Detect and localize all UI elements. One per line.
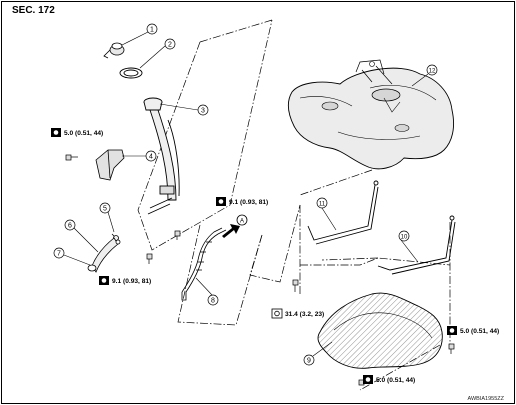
callout-9: 9	[307, 358, 311, 365]
callout-12: 12	[429, 69, 436, 75]
filler-cap	[103, 42, 125, 59]
direction-arrow	[222, 214, 248, 238]
torque-spec: 31.4 (3.2, 23)	[285, 311, 324, 318]
callout-4: 4	[149, 154, 153, 161]
callout-11: 11	[319, 202, 326, 208]
torque-spec: 5.0 (0.51, 44)	[376, 377, 415, 384]
callout-6: 6	[68, 223, 72, 230]
assembly-lines	[137, 19, 451, 391]
strap-front	[377, 215, 456, 275]
callout-circles	[53, 23, 438, 366]
filler-tube	[143, 97, 180, 215]
fuel-tank	[287, 59, 455, 170]
hose-assembly	[87, 233, 121, 273]
direction-marker-label: A	[240, 219, 244, 225]
bolts	[65, 154, 455, 386]
callout-5: 5	[103, 206, 107, 213]
torque-spec: 9.1 (0.93, 81)	[229, 199, 268, 206]
harness	[181, 227, 227, 301]
strap-rear	[307, 180, 379, 245]
figure-code: AWBIA1955ZZ	[467, 396, 504, 402]
torque-spec: 9.1 (0.93, 81)	[112, 278, 151, 285]
torque-spec: 5.0 (0.51, 44)	[64, 130, 103, 137]
callout-2: 2	[168, 42, 172, 49]
bracket	[95, 149, 125, 181]
filler-ring	[119, 67, 143, 79]
callout-1: 1	[150, 27, 154, 34]
leader-lines	[63, 31, 429, 357]
torque-spec: 5.0 (0.51, 44)	[460, 328, 499, 335]
callout-3: 3	[201, 108, 205, 115]
torque-icons	[51, 128, 457, 384]
callout-8: 8	[211, 298, 215, 305]
callout-7: 7	[57, 251, 61, 258]
callout-10: 10	[401, 235, 408, 241]
section-label: SEC. 172	[12, 5, 55, 16]
under-shield	[317, 292, 443, 369]
